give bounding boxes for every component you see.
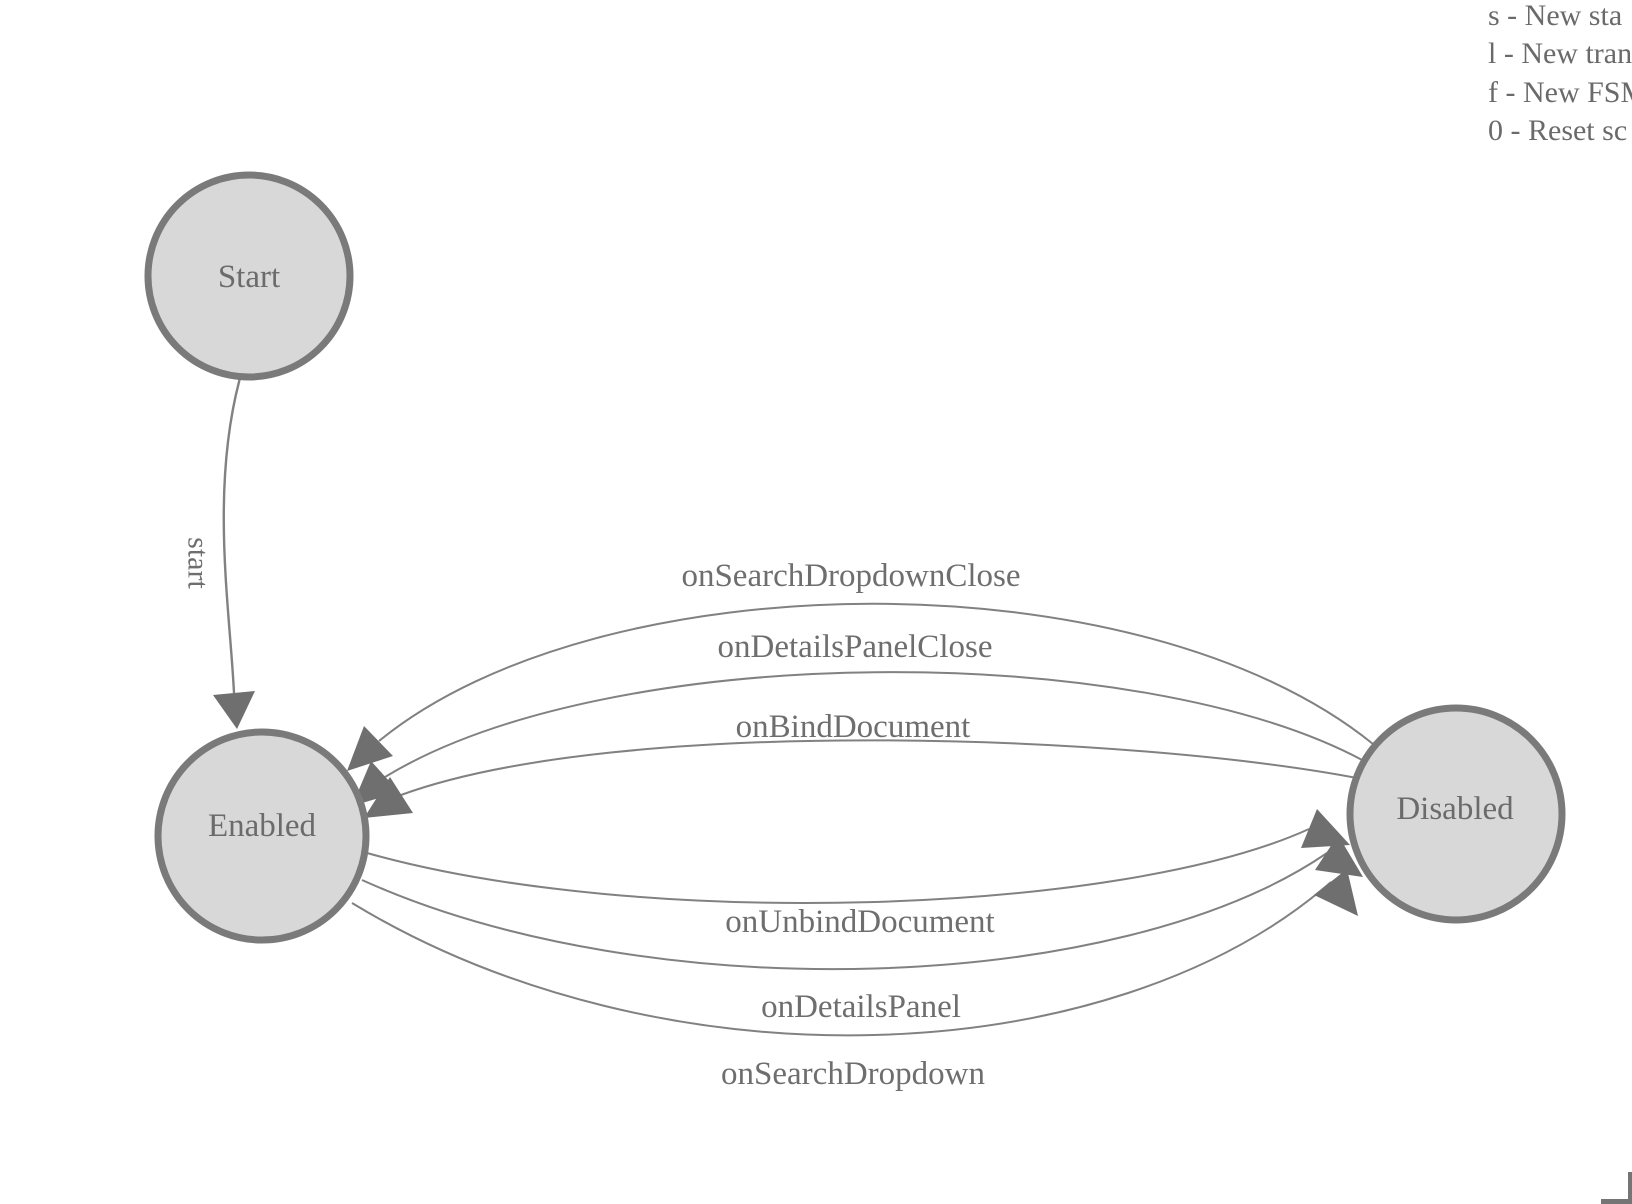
transition-onSearchDropdown[interactable]: onSearchDropdown [351, 869, 1358, 1092]
arrowhead-onBindDocument-icon [364, 777, 413, 818]
transition-label-onDetailsPanel[interactable]: onDetailsPanel [761, 989, 961, 1025]
state-circle-enabled[interactable] [154, 728, 370, 944]
transition-onUnbindDocument-path[interactable] [366, 828, 1310, 904]
state-circle-start[interactable] [144, 171, 354, 381]
transition-onBindDocument-path[interactable] [400, 739, 1358, 796]
transition-onDetailsPanelClose[interactable]: onDetailsPanelClose [352, 629, 1365, 806]
arrowhead-onDetailsPanel-icon [1315, 835, 1363, 877]
transition-onDetailsPanel[interactable]: onDetailsPanel [361, 835, 1363, 1025]
canvas-corner-mark-vertical [1628, 1172, 1632, 1204]
state-circle-disabled[interactable] [1346, 704, 1566, 924]
arrowhead-start-icon [213, 691, 255, 729]
state-node-disabled[interactable]: Disabled [1346, 704, 1566, 924]
state-label-disabled: Disabled [1396, 791, 1514, 827]
transition-label-start[interactable]: start [182, 537, 215, 589]
canvas-corner-mark-horizontal [1601, 1199, 1632, 1204]
transition-label-onBindDocument[interactable]: onBindDocument [736, 709, 971, 745]
shortcuts-legend: s - New sta l - New tran f - New FSM 0 -… [1488, 0, 1632, 151]
transition-label-onUnbindDocument[interactable]: onUnbindDocument [725, 904, 994, 940]
transition-label-onDetailsPanelClose[interactable]: onDetailsPanelClose [718, 629, 993, 665]
state-node-start[interactable]: Start [144, 171, 354, 381]
transition-onDetailsPanel-path[interactable] [361, 852, 1328, 971]
transition-onUnbindDocument[interactable]: onUnbindDocument [366, 809, 1350, 940]
legend-line-new-fsm: f - New FSM [1488, 75, 1632, 109]
transition-label-onSearchDropdown[interactable]: onSearchDropdown [721, 1056, 985, 1092]
arrowhead-onSearchDropdownClose-icon [347, 726, 393, 771]
state-node-enabled[interactable]: Enabled [154, 728, 370, 944]
transition-start[interactable]: start [182, 377, 256, 729]
transition-onBindDocument[interactable]: onBindDocument [364, 709, 1358, 818]
transition-onSearchDropdownClose[interactable]: onSearchDropdownClose [347, 558, 1374, 771]
legend-line-reset: 0 - Reset sc [1488, 114, 1628, 148]
transition-onDetailsPanelClose-path[interactable] [384, 671, 1365, 778]
transition-start-path[interactable] [222, 377, 242, 694]
transition-onSearchDropdown-path[interactable] [351, 881, 1332, 1037]
transition-label-onSearchDropdownClose[interactable]: onSearchDropdownClose [681, 558, 1020, 594]
state-label-start: Start [218, 259, 280, 295]
state-label-enabled: Enabled [208, 808, 317, 844]
transition-onSearchDropdownClose-path[interactable] [378, 602, 1374, 745]
legend-line-new-state: s - New sta [1488, 0, 1623, 32]
legend-line-new-transition: l - New tran [1488, 37, 1632, 71]
arrowhead-onSearchDropdown-icon [1314, 869, 1358, 916]
